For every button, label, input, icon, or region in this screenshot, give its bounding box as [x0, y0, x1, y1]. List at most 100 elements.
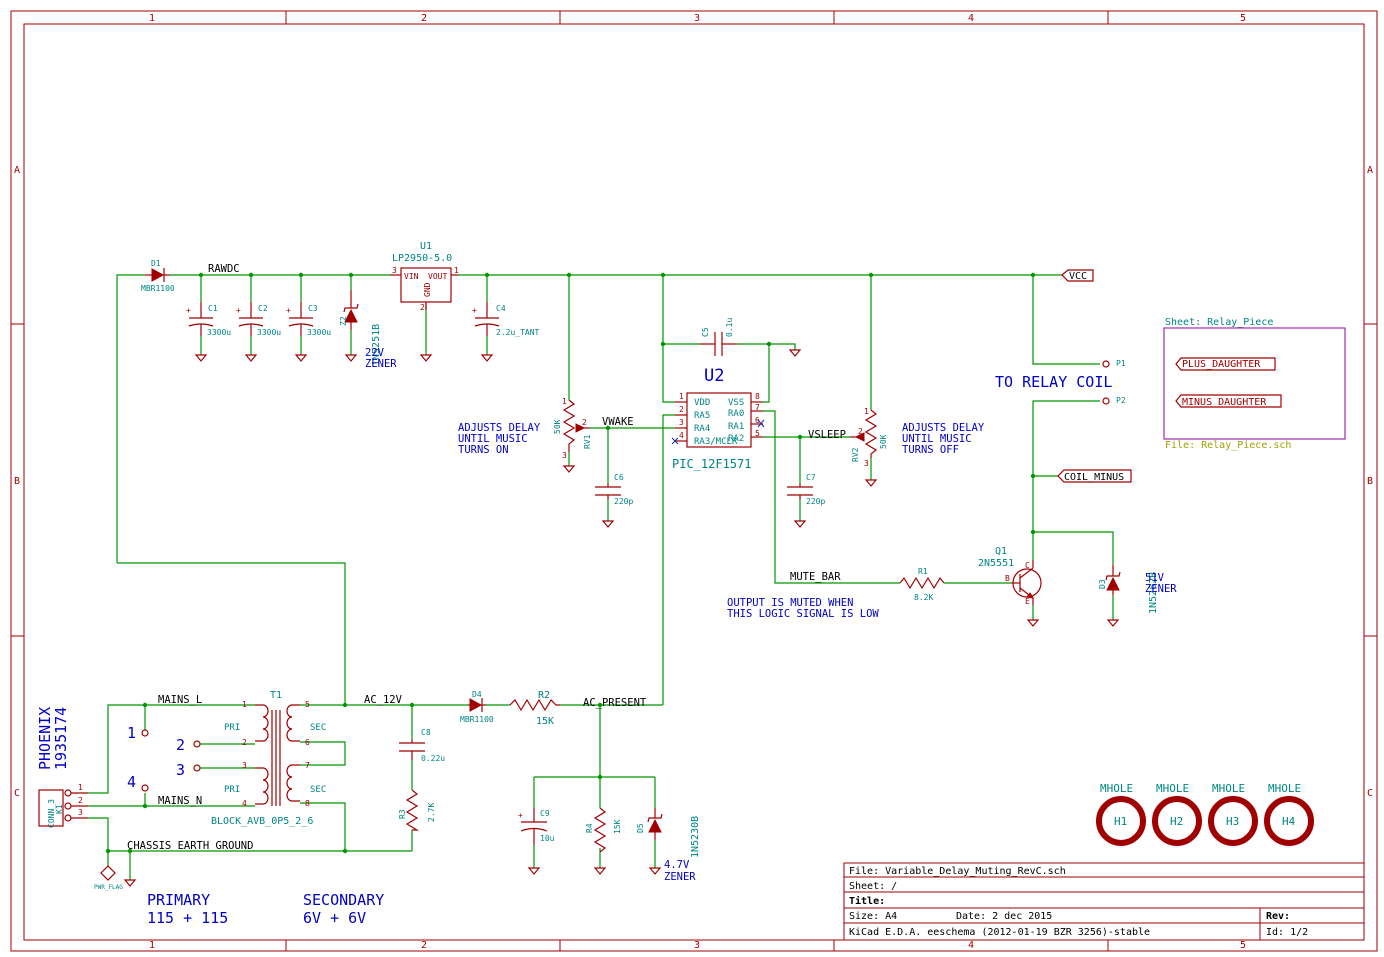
svg-text:8: 8 — [305, 799, 310, 808]
u1-pin-vout: VOUT — [428, 272, 447, 281]
c2-ref: C2 — [258, 304, 268, 313]
frame-col-2-bottom: 2 — [421, 940, 427, 951]
svg-text:E: E — [1025, 597, 1030, 606]
capacitor-c2: + C2 3300u — [236, 302, 281, 337]
svg-text:2: 2 — [78, 796, 83, 805]
terminal-3: 3 — [176, 761, 185, 779]
p1-ref: P1 — [1116, 359, 1126, 368]
frame-row-b-right: B — [1367, 476, 1373, 487]
tb-size: Size: A4 — [849, 911, 897, 922]
zener47-note-2: ZENER — [664, 871, 696, 883]
frame-col-1-bottom: 1 — [149, 940, 155, 951]
rv2-ref: RV2 — [851, 447, 860, 462]
svg-text:+: + — [518, 811, 523, 820]
capacitor-c1: + C1 3300u — [186, 302, 231, 337]
tb-app: KiCad E.D.A. eeschema (2012-01-19 BZR 32… — [849, 927, 1150, 938]
pwr-flag-label: PWR_FLAG — [94, 884, 123, 891]
mhole-h4-ref: H4 — [1282, 815, 1296, 828]
frame-col-4-top: 4 — [968, 13, 974, 24]
terminals: 1 2 3 4 — [127, 724, 201, 792]
resistor-r3: R3 2.7K — [398, 789, 436, 831]
terminal-4: 4 — [127, 773, 136, 791]
svg-text:1: 1 — [242, 700, 247, 709]
muted-line-1: OUTPUT IS MUTED WHEN — [727, 597, 853, 609]
svg-text:1: 1 — [679, 392, 684, 401]
sheet-file: File: Relay_Piece.sch — [1165, 440, 1291, 451]
r3-value: 2.7K — [427, 803, 436, 822]
t1-sec-2: SEC — [310, 785, 326, 795]
mhole-h3-ref: H3 — [1226, 815, 1239, 828]
net-ac-present: AC_PRESENT — [583, 697, 647, 709]
u2-pin-ra3: RA3/MCLR — [694, 437, 738, 447]
zener-z2: Z2 1N5251B 22V ZENER — [339, 290, 397, 370]
secondary-note-2: 6V + 6V — [303, 909, 366, 927]
r4-value: 15K — [613, 819, 622, 834]
sheet-pin-plus: PLUS_DAUGHTER — [1182, 359, 1261, 370]
svg-text:2: 2 — [582, 418, 587, 427]
zener-d5: D5 1N5230B 4.7V ZENER — [636, 808, 701, 883]
tb-date: Date: 2 dec 2015 — [956, 911, 1052, 922]
svg-text:4: 4 — [679, 431, 684, 440]
r2-ref: R2 — [538, 690, 550, 701]
connector-p1: P1 — [1102, 359, 1126, 368]
u1-value: LP2950-5.0 — [392, 253, 452, 264]
adj-off-line-3: TURNS OFF — [902, 444, 959, 456]
resistor-r4: R4 15K — [585, 807, 622, 853]
u2-pin-ra4: RA4 — [694, 424, 710, 434]
t1-pri-2: PRI — [224, 785, 240, 795]
svg-text:+: + — [286, 306, 291, 315]
capacitor-c4: + C4 2.2u_TANT — [472, 302, 540, 337]
frame-row-c-right: C — [1367, 788, 1373, 799]
u1-pin-gnd: GND — [423, 282, 432, 297]
terminal-1: 1 — [127, 724, 136, 742]
capacitor-c8: C8 0.22u — [399, 728, 445, 763]
diode-d1: D1 MBR1100 — [141, 259, 175, 293]
adj-on-line-3: TURNS ON — [458, 444, 509, 456]
svg-text:3: 3 — [78, 808, 83, 817]
capacitor-c6: C6 220p — [595, 473, 633, 506]
c7-value: 220p — [806, 497, 825, 506]
svg-text:3: 3 — [242, 761, 247, 770]
d1-ref: D1 — [151, 259, 161, 268]
frame-row-a-left: A — [14, 165, 20, 176]
phoenix-note-1: PHOENIX — [36, 707, 54, 770]
mhole-h2-ref: H2 — [1170, 815, 1183, 828]
d3-value: 1N5262B — [1148, 572, 1159, 614]
z2-ref: Z2 — [339, 316, 348, 326]
mhole-h2-label: MHOLE — [1156, 782, 1189, 795]
tb-id: Id: 1/2 — [1266, 927, 1308, 938]
net-mains-n: MAINS_N — [158, 795, 202, 807]
frame-col-3-top: 3 — [694, 13, 700, 24]
c1-ref: C1 — [208, 304, 218, 313]
c8-value: 0.22u — [421, 754, 445, 763]
svg-text:1: 1 — [864, 407, 869, 416]
svg-text:5: 5 — [755, 429, 760, 438]
capacitor-c7: C7 220p — [787, 473, 825, 506]
svg-text:2: 2 — [420, 303, 425, 312]
sheet-name: Sheet: Relay_Piece — [1165, 317, 1273, 328]
zener-d3: D3 1N5262B 51V ZENER — [1098, 565, 1177, 614]
svg-text:+: + — [236, 306, 241, 315]
q1-value: 2N5551 — [978, 558, 1014, 569]
svg-text:5: 5 — [305, 700, 310, 709]
svg-text:B: B — [1005, 574, 1010, 583]
tb-title: Title: — [849, 895, 885, 907]
global-label-vcc: VCC — [1061, 269, 1094, 282]
r1-value: 8.2K — [914, 593, 933, 602]
u1-ref: U1 — [420, 241, 432, 252]
adj-on-line-1: ADJUSTS DELAY — [458, 422, 541, 434]
adj-on-line-2: UNTIL MUSIC — [458, 433, 528, 445]
transistor-q1: Q1 2N5551 BCE — [978, 546, 1042, 606]
net-mute-bar: MUTE_BAR — [790, 571, 841, 583]
r4-ref: R4 — [585, 823, 594, 833]
frame-row-c-left: C — [14, 788, 20, 799]
c2-value: 3300u — [257, 328, 281, 337]
tb-rev: Rev: — [1266, 911, 1290, 922]
regulator-u1: U1 LP2950-5.0 VIN VOUT GND 3 1 2 — [390, 241, 459, 312]
t1-value: BLOCK_AVB_0P5_2_6 — [211, 816, 313, 827]
u2-pin-vdd: VDD — [694, 398, 710, 408]
u2-pin-ra2: RA2 — [728, 434, 744, 444]
u2-pin-ra5: RA5 — [694, 411, 710, 421]
p2-ref: P2 — [1116, 396, 1126, 405]
sheet-relay-piece[interactable]: Sheet: Relay_Piece File: Relay_Piece.sch… — [1163, 317, 1346, 451]
